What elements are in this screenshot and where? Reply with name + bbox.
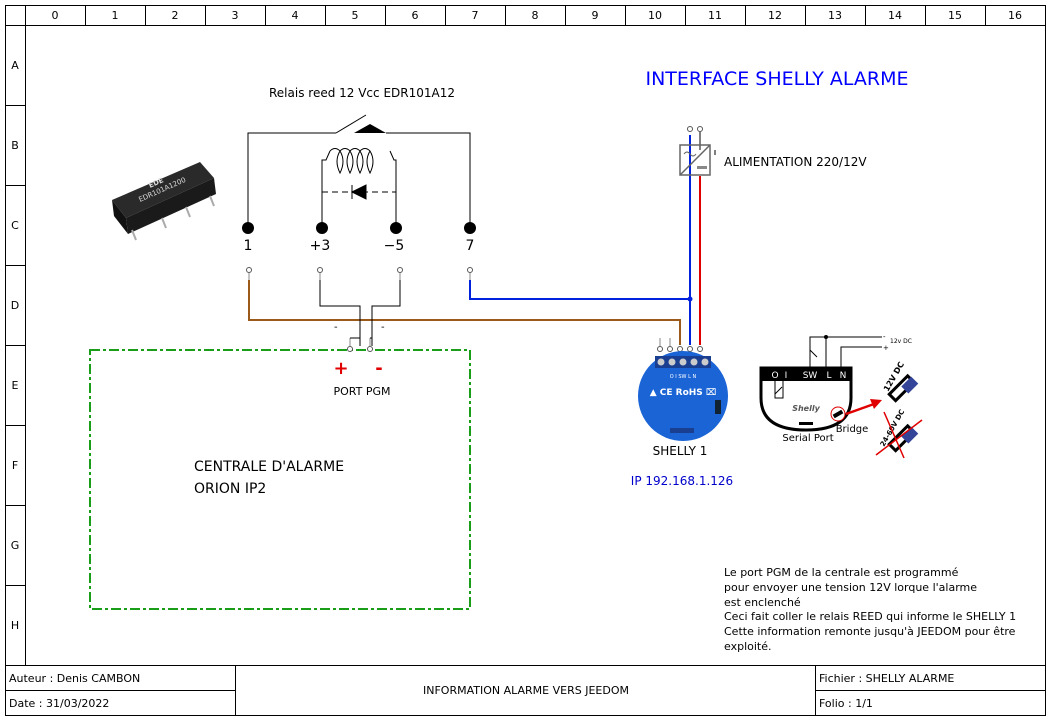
note-line: Cette information remonte jusqu'à JEEDOM… [724,625,1016,638]
row-label: H [11,619,19,632]
terminal-I: I [785,371,788,381]
terminal-O: O [771,371,778,381]
terminal-L: L [826,371,831,381]
bridge-arrow [845,402,875,416]
alarm-panel-boundary [89,349,471,610]
svg-text:▲ CE RoHS ⌧: ▲ CE RoHS ⌧ [650,388,717,398]
coil-symbol [329,148,374,175]
column-label: 1 [112,9,119,22]
column-label: 3 [232,9,239,22]
relay-pin-7: 7 [466,238,475,254]
shelly-ip-address: IP 192.168.1.126 [631,474,733,488]
wire-mark: - [334,322,338,333]
shelly-brand-logo: Shelly [792,404,820,413]
wire-mark: - [381,322,385,333]
column-label: 10 [648,9,662,22]
diode-symbol [350,184,367,200]
pgm-terminal-minus [367,346,373,352]
row-label: C [11,219,19,232]
column-dividers [85,5,986,25]
column-label: 0 [52,9,59,22]
file-field: Fichier : SHELLY ALARME [819,672,954,685]
row-label: A [11,59,19,72]
wire-pgm-plus [319,280,361,346]
row-dividers [5,105,25,586]
relay-photo: EDR101A1200 EDE [112,162,216,241]
pgm-terminal-plus [347,346,353,352]
diagram-title: INTERFACE SHELLY ALARME [645,68,908,90]
column-label: 6 [412,9,419,22]
note-line: pour envoyer une tension 12V lorque l'al… [724,581,977,594]
date-field: Date : 31/03/2022 [9,697,109,710]
wire-brown [248,280,681,345]
row-label: D [11,299,19,312]
shelly-detail-plus: + [883,344,889,352]
column-label: 9 [592,9,599,22]
shelly-1-device: O I SW L N ▲ CE RoHS ⌧ [638,338,728,441]
shelly-label: SHELLY 1 [653,444,708,458]
relay-pin-5: −5 [384,238,405,254]
row-label: E [12,379,19,392]
column-label: 5 [352,9,359,22]
relay-terminals [246,267,473,280]
row-label: G [11,539,20,552]
note-line: Le port PGM de la centrale est programmé [724,566,959,579]
column-label: 7 [472,9,479,22]
drawing-description: INFORMATION ALARME VERS JEEDOM [423,684,629,697]
column-label: 8 [532,9,539,22]
relay-symbol [247,114,471,227]
column-label: 16 [1008,9,1022,22]
column-label: 14 [888,9,902,22]
terminal-N: N [840,371,847,381]
wire-pgm-minus [371,280,401,346]
wire-blue-relay [469,280,690,300]
power-supply-label: ALIMENTATION 220/12V [724,155,867,169]
explanatory-note: Le port PGM de la centrale est programmé… [724,566,1016,653]
relay-label: Relais reed 12 Vcc EDR101A12 [269,86,455,100]
title-block: Auteur : Denis CAMBON Date : 31/03/2022 … [5,665,1045,715]
power-supply-symbol [679,126,716,176]
pgm-port-label: PORT PGM [334,385,391,398]
author-field: Auteur : Denis CAMBON [9,672,140,685]
relay-pin-1: 1 [244,238,253,254]
note-line: exploité. [724,640,772,653]
bridge-label: Bridge [836,424,869,435]
alarm-panel-name: CENTRALE D'ALARME [194,459,344,475]
shelly-wiring-detail: - + 12v DC O I SW L N Shelly Serial Port… [759,333,923,459]
row-labels: A B C D E F G H [11,59,20,632]
svg-text:-: - [883,333,886,341]
note-line: Ceci fait coller le relais REED qui info… [724,610,1016,623]
relay-pin-3: +3 [310,238,331,254]
alarm-panel-model: ORION IP2 [194,481,266,497]
column-label: 4 [292,9,299,22]
shelly-detail-supply-label: 12v DC [890,338,912,345]
column-label: 15 [948,9,962,22]
relay-pins: 1 +3 −5 7 [242,222,476,254]
column-label: 13 [828,9,842,22]
row-label: B [11,139,19,152]
note-line: est enclenché [724,596,801,609]
reed-switch-contact [335,114,367,134]
column-label: 12 [768,9,782,22]
serial-port-label: Serial Port [782,433,833,444]
terminal-SW: SW [803,371,818,381]
sheet-frame [5,5,1046,716]
folio-field: Folio : 1/1 [819,697,873,710]
column-label: 2 [172,9,179,22]
row-label: F [12,459,18,472]
pgm-plus-sign: + [333,358,348,379]
pgm-minus-sign: - [375,358,382,379]
column-label: 11 [708,9,722,22]
svg-text:O I SW L N: O I SW L N [670,374,697,380]
